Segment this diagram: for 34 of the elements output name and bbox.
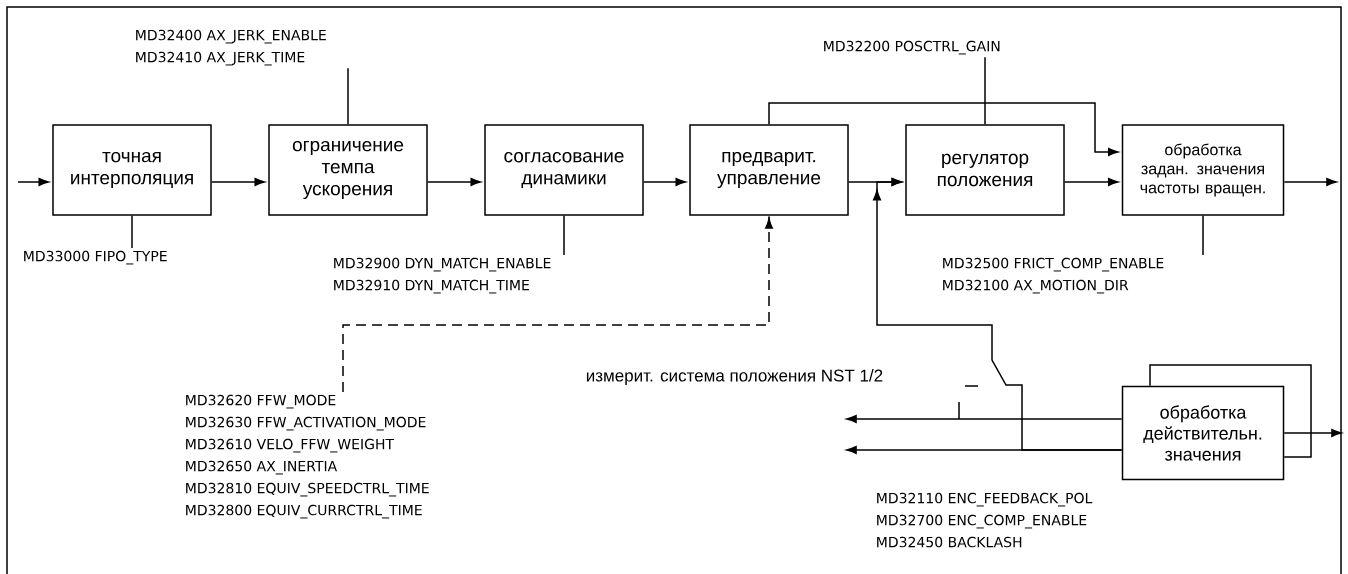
parameter-text: MD32450 BACKLASH	[877, 536, 1022, 548]
arrow	[846, 415, 1123, 423]
process-box: ограничение темпа ускорения	[268, 124, 428, 216]
parameter-text: MD32400 AX_JERK_ENABLE MD32410 AX_JERK_TIME	[136, 29, 326, 66]
parameter-text: MD32900 DYN_MATCH_ENABLE MD32910 DYN_MATCH_TIME	[334, 257, 551, 294]
leader-line	[1202, 215, 1204, 256]
system-label: измерит. система положения NST 1/2	[586, 369, 883, 385]
parameter-text: MD32110 ENC_FEEDBACK_POL	[877, 492, 1093, 507]
arrow	[17, 178, 49, 186]
leader-line	[563, 215, 565, 256]
process-box: обработка задан. значения частоты вращен.	[1121, 124, 1285, 216]
process-box: предварит. управление	[689, 124, 849, 216]
arrow	[427, 178, 481, 186]
parameter-text: MD32700 ENC_COMP_ENABLE	[877, 514, 1087, 529]
arrow	[1064, 178, 1119, 186]
leader-line	[342, 215, 773, 393]
process-box: согласование динамики	[484, 124, 644, 216]
leader-line	[131, 215, 133, 249]
parameter-text: MD33000 FIPO_TYPE	[24, 250, 167, 265]
leader-line	[347, 67, 349, 125]
arrow	[211, 178, 265, 186]
arrow	[643, 178, 686, 186]
connector-line	[1149, 364, 1312, 458]
parameter-text: MD32200 POSCTRL_GAIN	[824, 40, 1000, 55]
process-box: точная интерполяция	[52, 124, 212, 216]
parameter-text: MD32500 FRICT_COMP_ENABLE MD32100 AX_MOTION_DIR	[943, 257, 1164, 294]
process-box: обработка действительн. значения	[1121, 385, 1285, 481]
arrow	[768, 102, 1119, 156]
parameter-text: MD32620 FFW_MODE MD32630 FFW_ACTIVATION_MODE MD32610 VELO_FFW_WEIGHT MD32650 AX_INERTIA MD32810 EQUIV_SPEEDCTRL_TIME MD32800 EQUIV_CURRCTRL_TIME	[186, 394, 429, 519]
arrow	[1283, 429, 1342, 437]
leader-line	[984, 56, 986, 125]
arrow	[846, 446, 1123, 454]
process-box: регулятор положения	[905, 124, 1065, 216]
arrow	[1283, 178, 1337, 186]
